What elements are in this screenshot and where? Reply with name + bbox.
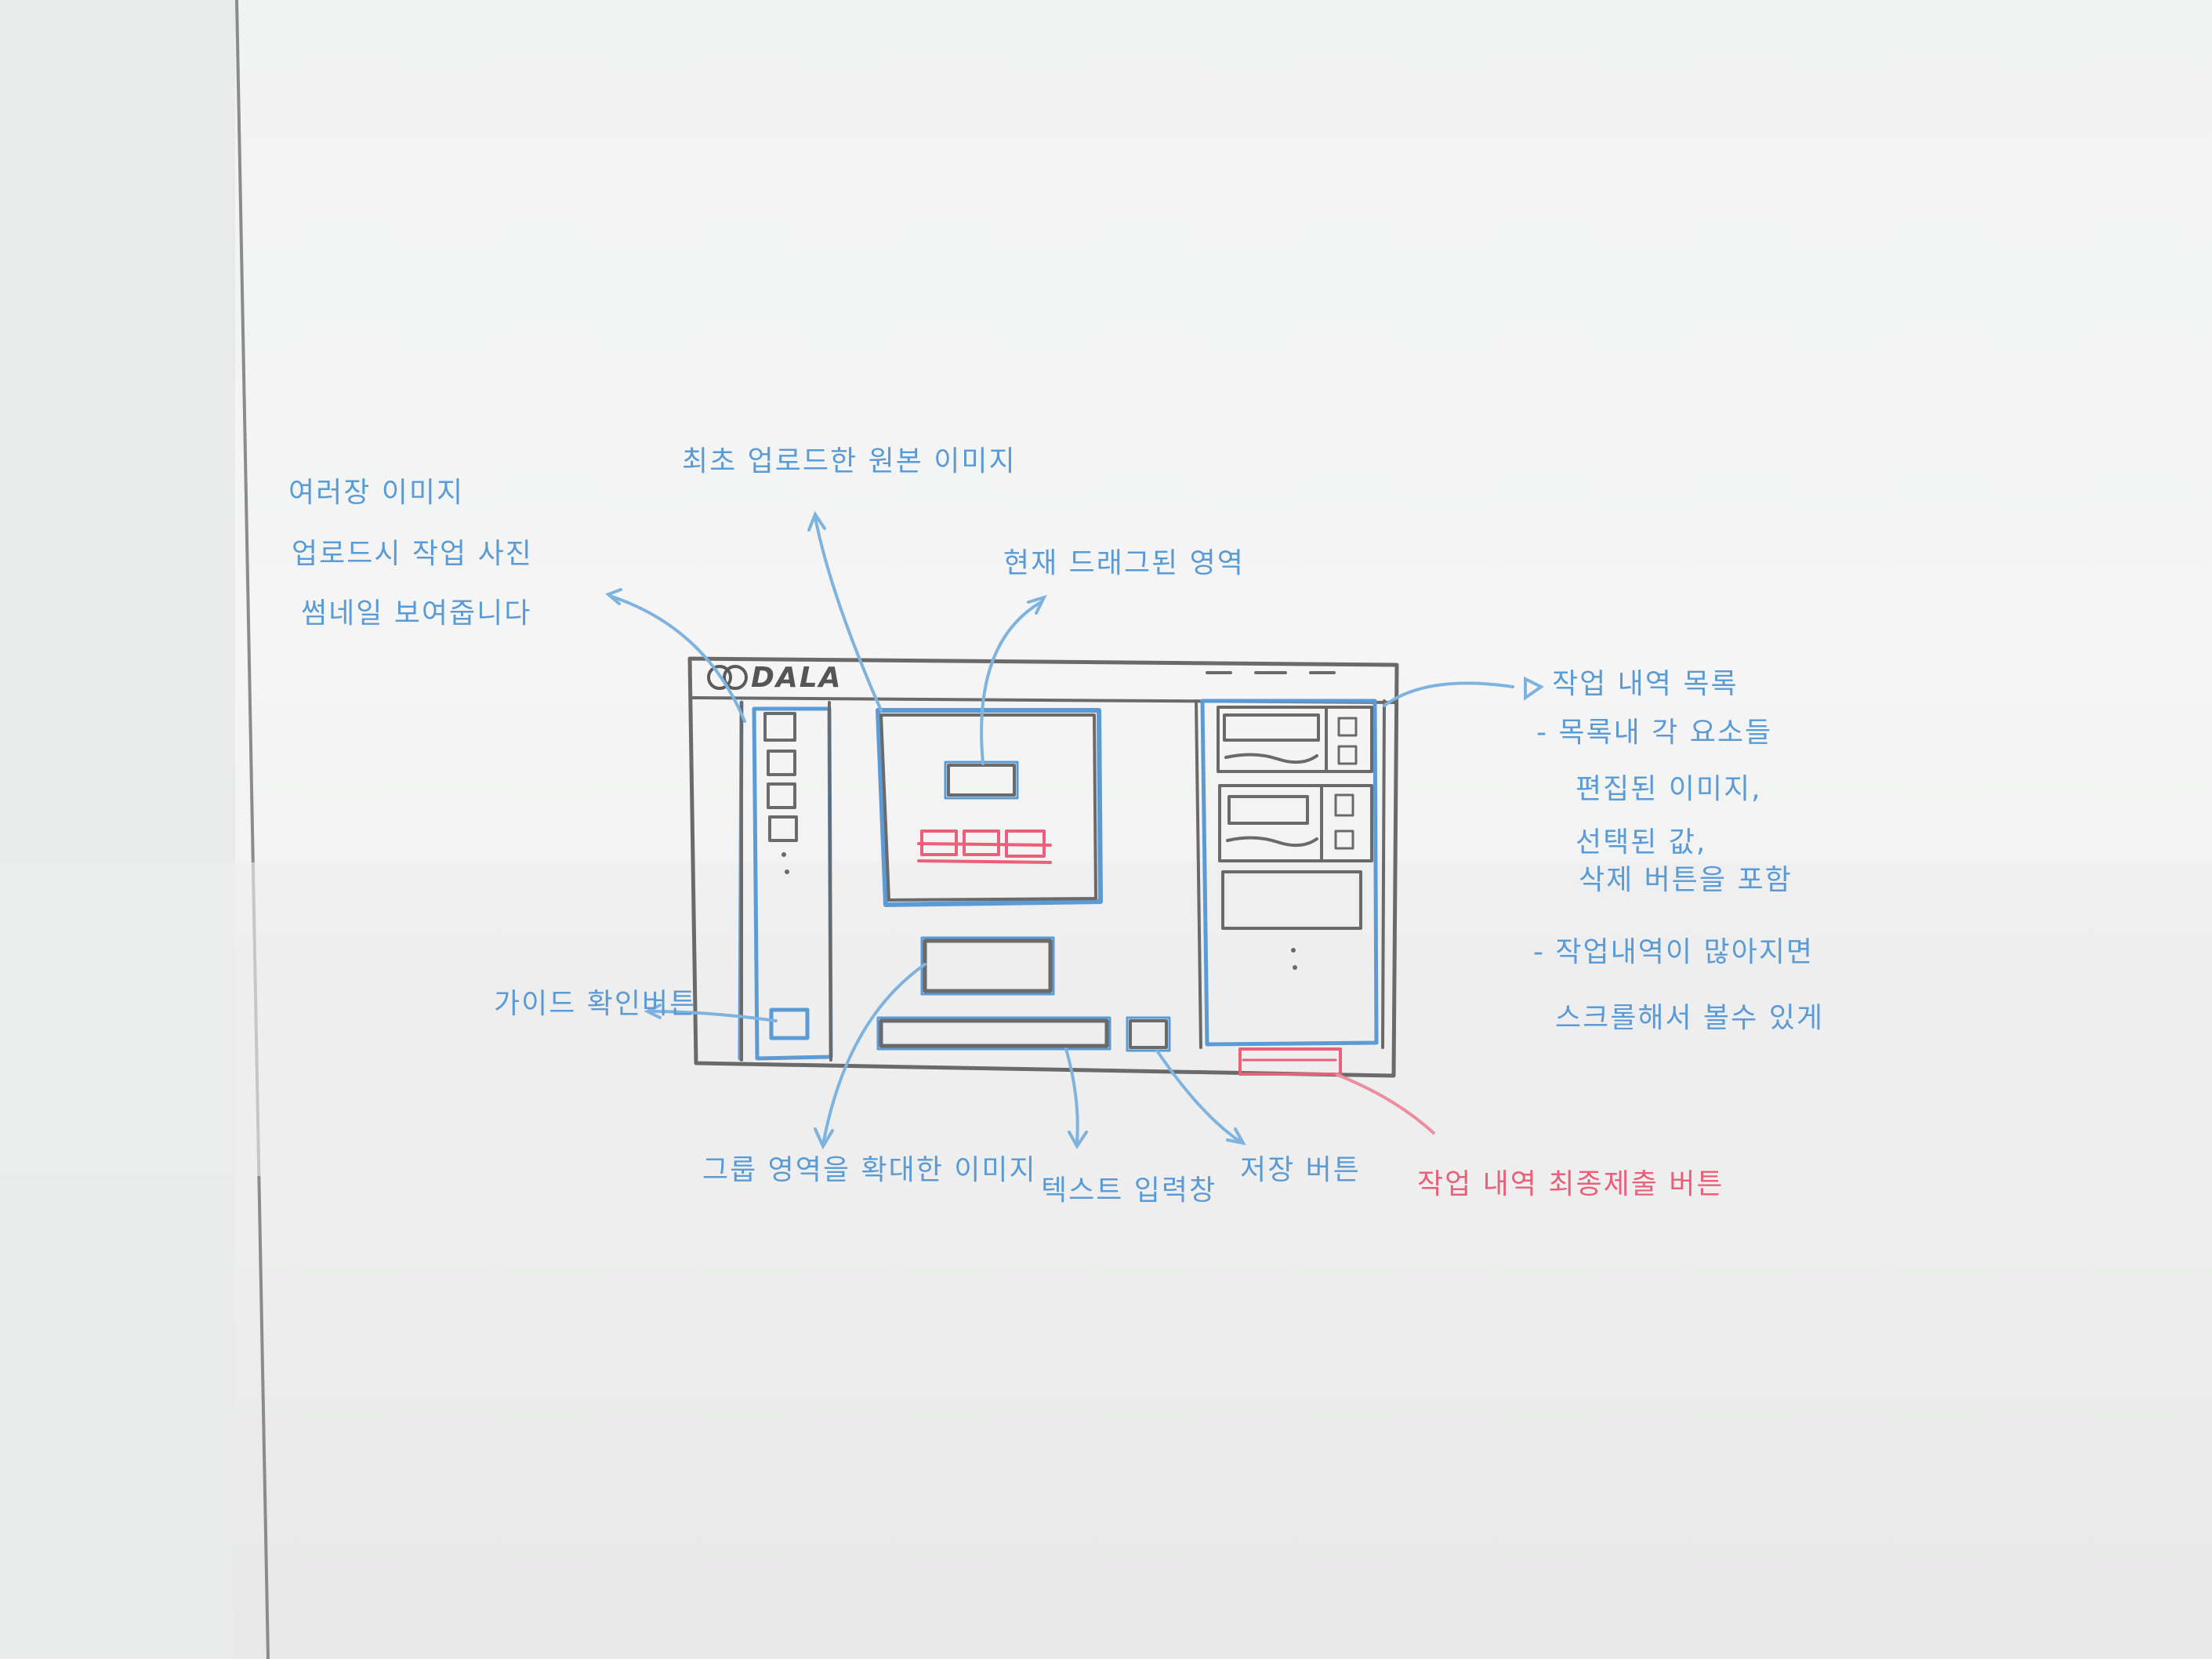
thumbnail-box — [763, 712, 796, 742]
ui-window-sketch — [687, 656, 1399, 1078]
note-submit-button: 작업 내역 최종제출 버튼 — [1417, 1168, 1724, 1200]
text-input-sketch — [879, 1018, 1109, 1048]
annotation-arrows — [605, 510, 1544, 1150]
note-history-1: - 목록내 각 요소들 — [1536, 717, 1772, 749]
note-multi-image-2: 업로드시 작업 사진 — [292, 538, 533, 570]
panel-shadow — [0, 0, 235, 1659]
note-zoom-image: 그룹 영역을 확대한 이미지 — [702, 1154, 1037, 1186]
thumbnail-box — [767, 782, 796, 809]
note-guide-button: 가이드 확인버튼 — [494, 988, 697, 1020]
submit-arrow — [1335, 1073, 1436, 1135]
note-history-6: 스크롤해서 볼수 있게 — [1555, 1002, 1824, 1034]
note-text-input: 텍스트 입력창 — [1041, 1174, 1217, 1207]
logo-text: DALA — [751, 662, 843, 694]
logo-mark — [723, 665, 748, 690]
red-text-marks — [917, 830, 1052, 864]
save-button-sketch — [1129, 1019, 1168, 1049]
note-multi-image-1: 여러장 이미지 — [288, 477, 464, 509]
thumbnail-box — [768, 815, 798, 842]
note-history-5: - 작업내역이 많아지면 — [1533, 936, 1814, 968]
history-panel — [1195, 699, 1386, 1049]
history-item — [1218, 784, 1373, 862]
note-history-4: 삭제 버튼을 포함 — [1579, 864, 1793, 896]
note-multi-image-3: 썸네일 보여줍니다 — [301, 597, 531, 630]
note-save-button: 저장 버튼 — [1240, 1154, 1361, 1186]
note-original-image: 최초 업로드한 원본 이미지 — [682, 445, 1017, 477]
history-item — [1221, 870, 1362, 930]
annotation-texts: 여러장 이미지 업로드시 작업 사진 썸네일 보여줍니다 최초 업로드한 원본 … — [288, 445, 1824, 1207]
panel-edge-left — [235, 0, 270, 1659]
submit-button-sketch — [1238, 1047, 1342, 1076]
thumbnail-box — [767, 750, 796, 776]
note-selected-region: 현재 드래그된 영역 — [1003, 547, 1245, 579]
logo-mark — [707, 665, 732, 690]
history-item — [1217, 706, 1373, 773]
drag-region — [947, 764, 1016, 797]
note-history-3: 선택된 값, — [1576, 826, 1706, 859]
window-frame — [687, 656, 1399, 1078]
note-history-2: 편집된 이미지, — [1576, 773, 1762, 805]
main-image-area — [876, 708, 1103, 907]
guide-button-sketch — [769, 1007, 810, 1040]
note-history-title: 작업 내역 목록 — [1552, 668, 1739, 700]
